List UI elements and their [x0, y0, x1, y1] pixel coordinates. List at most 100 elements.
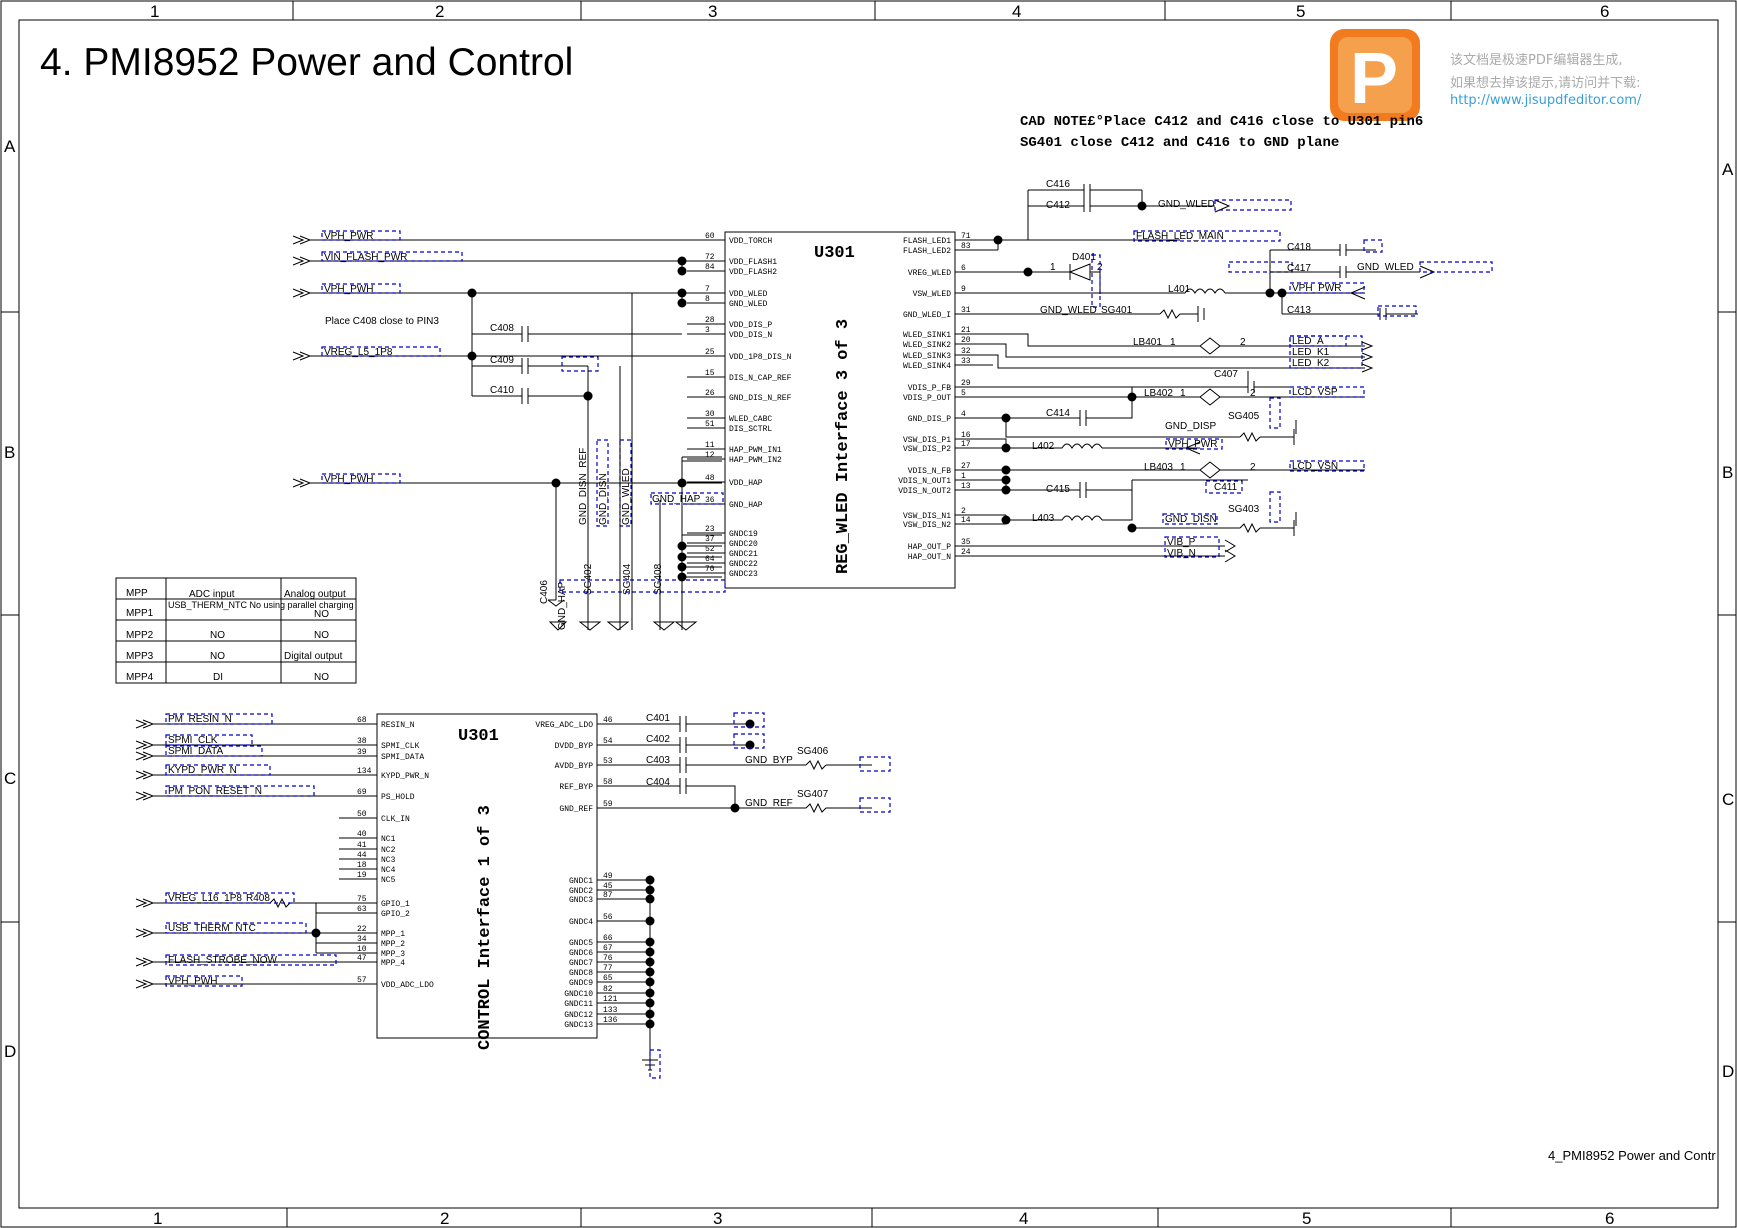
pin-name: DIS_N_CAP_REF	[729, 374, 792, 383]
pin-name: GNDC3	[569, 896, 593, 905]
pin-number: 4	[961, 410, 966, 419]
pin-name: GND_REF	[559, 805, 593, 814]
c414-label: C414	[1046, 408, 1070, 419]
grid-row-a-right: A	[1722, 160, 1734, 179]
pin-name: MPP_4	[381, 959, 405, 968]
sg408-label: SG408	[653, 563, 664, 595]
pin-name: GPIO_2	[381, 910, 410, 919]
cad-note-line1: CAD NOTE£°Place C412 and C416 close to U…	[1020, 114, 1423, 130]
pin-name: DIS_SCTRL	[729, 425, 772, 434]
pin-number: 84	[705, 263, 715, 272]
pin-name: NC5	[381, 876, 396, 885]
net-vreg-l16-1p8: VREG_L16_1P8	[168, 893, 242, 904]
pin-number: 59	[603, 800, 613, 809]
pin-name: VSW_DIS_N1	[903, 512, 951, 521]
pin-name: GNDC2	[569, 887, 593, 896]
pin-name: NC3	[381, 856, 396, 865]
watermark-url[interactable]: http://www.jisupdfeditor.com/	[1450, 93, 1642, 108]
sg402-label: SG402	[583, 563, 594, 595]
pin-name: HAP_PWM_IN2	[729, 456, 782, 465]
u301-wled-body	[724, 231, 956, 589]
gnd-byp-label: GND_BYP	[745, 755, 793, 766]
net-gnd-hap: GND_HAP	[652, 494, 701, 505]
pin-number: 15	[705, 369, 715, 378]
sg407-label: SG407	[797, 789, 829, 800]
net-spmi-clk: SPMI_CLK	[168, 735, 218, 746]
svg-text:1: 1	[1050, 262, 1056, 273]
pin-number: 77	[603, 964, 613, 973]
pin-number: 8	[705, 295, 710, 304]
u301-ctrl-name: CONTROL Interface 1 of 3	[476, 805, 495, 1050]
watermark-line2: 如果想去掉该提示,请访问并下载:	[1450, 75, 1641, 91]
sg401-label: SG401	[1101, 305, 1133, 316]
c408-label: C408	[490, 323, 514, 334]
grid-row-b-right: B	[1722, 463, 1733, 482]
pin-name: VSW_DIS_P1	[903, 436, 951, 445]
net-lcd-vsp: LCD_VSP	[1292, 387, 1338, 398]
pin-name: VDD_TORCH	[729, 237, 772, 246]
pin-number: 22	[357, 925, 367, 934]
pin-number: 10	[357, 945, 367, 954]
pin-number: 6	[961, 264, 966, 273]
pin-name: VDIS_P_FB	[908, 384, 951, 393]
pin-number: 12	[705, 451, 715, 460]
pin-name: GNDC19	[729, 530, 758, 539]
pin-name: KYPD_PWR_N	[381, 772, 429, 781]
pin-number: 70	[705, 565, 715, 574]
pin-name: GNDC11	[564, 1000, 593, 1009]
pin-number: 56	[603, 913, 613, 922]
c417-label: C417	[1287, 263, 1311, 274]
r408-label: R408	[246, 893, 270, 904]
pin-number: 51	[705, 420, 715, 429]
pin-number: 53	[603, 757, 613, 766]
mpp4: MPP4	[126, 672, 154, 683]
pin-number: 14	[961, 516, 971, 525]
pin-name: SPMI_DATA	[381, 753, 424, 762]
c401-label: C401	[646, 713, 670, 724]
grid-col-5: 5	[1296, 2, 1305, 21]
pin-number: 60	[705, 232, 715, 241]
grid-row-d-right: D	[1722, 1062, 1734, 1081]
pin-number: 19	[357, 871, 367, 880]
pin-name: GNDC12	[564, 1011, 593, 1020]
pin-number: 28	[705, 316, 715, 325]
gnd-disp-label: GND_DISP	[1165, 421, 1216, 432]
pin-name: VSW_DIS_N2	[903, 521, 951, 530]
sg406-label: SG406	[797, 746, 829, 757]
svg-text:2: 2	[1097, 262, 1103, 273]
pin-number: 20	[961, 336, 971, 345]
pin-number: 121	[603, 995, 618, 1004]
net-gnd-disn-ref: GND_DISN_REF	[578, 448, 589, 525]
mpp-col-mpp: MPP	[126, 588, 148, 599]
pin-name: VDIS_N_FB	[908, 467, 951, 476]
c409-label: C409	[490, 355, 514, 366]
net-vin-flash-pwr: VIN_FLASH_PWR	[324, 252, 407, 263]
net-usb-therm-ntc: USB_THERM_NTC	[168, 923, 256, 934]
pin-name: FLASH_LED1	[903, 237, 951, 246]
pin-number: 17	[961, 440, 971, 449]
pin-number: 63	[357, 905, 367, 914]
pin-name: GNDC7	[569, 959, 593, 968]
gnd-wled-label: GND_WLED	[1040, 305, 1097, 316]
pin-name: VDD_HAP	[729, 479, 763, 488]
svg-text:2: 2	[1250, 462, 1256, 473]
lb403-label: LB403	[1144, 462, 1173, 473]
c402-label: C402	[646, 734, 670, 745]
pin-number: 26	[705, 389, 715, 398]
grid-row-c: C	[4, 769, 16, 788]
c403-label: C403	[646, 755, 670, 766]
net-gnd-hap-v: GND_HAP	[557, 581, 568, 630]
pin-name: GND_WLED	[729, 300, 768, 309]
net-vph-pwh-3: VPH_PWH	[168, 976, 217, 987]
pin-number: 24	[961, 548, 971, 557]
pin-name: GNDC6	[569, 949, 593, 958]
pin-name: GND_DIS_P	[908, 415, 951, 424]
c413-label: C413	[1287, 305, 1311, 316]
grid-row-d: D	[4, 1042, 16, 1061]
pin-name: WLED_SINK2	[903, 341, 951, 350]
right-network: C416 C412 GND_WLED FLASH_LED_MAIN D401 1…	[955, 179, 1493, 563]
pin-number: 69	[357, 788, 367, 797]
pin-name: GND_DIS_N_REF	[729, 394, 792, 403]
net-vph-pwr-r1: VPH_PWR	[1292, 283, 1341, 294]
